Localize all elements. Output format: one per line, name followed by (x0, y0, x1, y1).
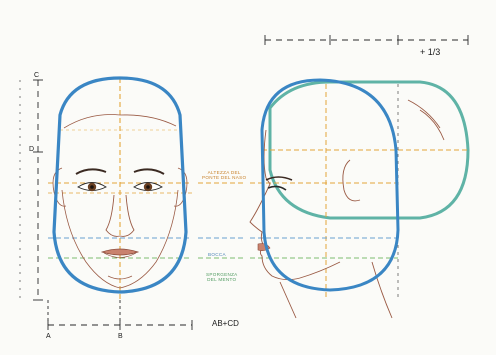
label-ab-cd: AB+CD (212, 320, 239, 328)
label-point-c: C (34, 72, 39, 79)
right-eyebrow (134, 169, 164, 174)
label-point-a: A (46, 333, 51, 340)
annotation-chin: SPORGENZA DEL MENTO (206, 272, 238, 283)
front-face (48, 78, 192, 300)
label-point-d: D (29, 146, 34, 153)
left-eyebrow (76, 169, 106, 174)
annotation-mouth: BOCCA (208, 252, 226, 257)
middle-reference-lines (198, 183, 245, 258)
left-eye (78, 183, 106, 192)
annotation-nose-base: ALTEZZA DEL PONTE DEL NASO (202, 170, 246, 181)
profile-head (250, 80, 468, 318)
profile-eyebrow (266, 177, 292, 180)
label-point-b: B (118, 333, 123, 340)
right-eye (134, 183, 162, 192)
annotation-chin-line2: DEL MENTO (206, 277, 238, 282)
label-one-third: + 1/3 (420, 48, 440, 57)
annotation-nose-base-line2: PONTE DEL NASO (202, 175, 246, 180)
